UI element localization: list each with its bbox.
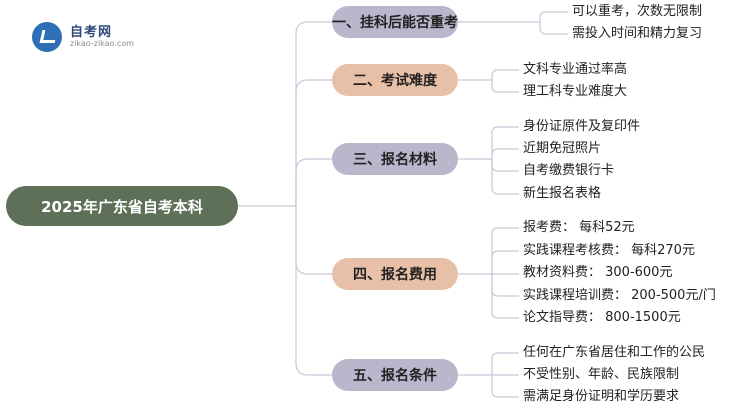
branch-connector-3 bbox=[295, 158, 332, 206]
branch-connector-5 bbox=[295, 206, 332, 376]
leaf-connector-2-2 bbox=[491, 80, 519, 93]
leaf-conditions-1: 任何在广东省居住和工作的公民 bbox=[523, 345, 706, 360]
branch-connector-2 bbox=[295, 79, 332, 206]
leaf-fees-2: 实践课程考核费： 每科270元 bbox=[523, 243, 695, 258]
leaf-materials-2: 近期免冠照片 bbox=[523, 141, 602, 156]
branch-conditions: 五、报名条件 bbox=[332, 359, 458, 391]
branch-difficulty: 二、考试难度 bbox=[332, 64, 458, 96]
leaf-difficulty-1: 文科专业通过率高 bbox=[523, 62, 628, 77]
leaf-connector-3-3 bbox=[491, 159, 519, 172]
leaf-connector-3-1 bbox=[491, 126, 519, 159]
leaf-connector-4-1 bbox=[491, 227, 519, 274]
leaf-connector-2-1 bbox=[491, 69, 519, 80]
branch-fees: 四、报名费用 bbox=[332, 258, 458, 290]
branch-materials: 三、报名材料 bbox=[332, 143, 458, 175]
leaf-connector-4-2 bbox=[491, 250, 519, 274]
site-logo[interactable]: 自考网 zikao-zikao.com bbox=[28, 18, 168, 54]
leaf-connector-4-5 bbox=[491, 274, 519, 319]
leaf-conditions-3: 需满足身份证明和学历要求 bbox=[523, 389, 680, 404]
leaf-connector-5-3 bbox=[491, 375, 519, 398]
root-topic: 2025年广东省自考本科 bbox=[6, 186, 238, 226]
leaf-materials-1: 身份证原件及复印件 bbox=[523, 119, 641, 134]
leaf-fees-3: 教材资料费： 300-600元 bbox=[523, 265, 673, 280]
leaf-fees-5: 论文指导费： 800-1500元 bbox=[523, 310, 681, 325]
leaf-connector-1-2 bbox=[539, 22, 568, 35]
leaf-conditions-2: 不受性别、年龄、民族限制 bbox=[523, 367, 680, 382]
graduation-cap-icon bbox=[32, 22, 62, 52]
leaf-retake-1: 可以重考，次数无限制 bbox=[572, 4, 703, 19]
leaf-connector-5-1 bbox=[491, 352, 519, 375]
branch-connector-4 bbox=[295, 206, 332, 275]
leaf-fees-4: 实践课程培训费： 200-500元/门 bbox=[523, 288, 716, 303]
leaf-difficulty-2: 理工科专业难度大 bbox=[523, 84, 628, 99]
leaf-fees-1: 报考费： 每科52元 bbox=[523, 220, 635, 235]
leaf-connector-4-4 bbox=[491, 274, 519, 297]
leaf-connector-3-2 bbox=[491, 148, 519, 159]
leaf-connector-1-1 bbox=[539, 11, 568, 22]
leaf-retake-2: 需投入时间和精力复习 bbox=[572, 26, 703, 41]
leaf-materials-4: 新生报名表格 bbox=[523, 186, 602, 201]
logo-name: 自考网 bbox=[70, 25, 113, 40]
leaf-materials-3: 自考缴费银行卡 bbox=[523, 163, 615, 178]
leaf-connector-3-4 bbox=[491, 159, 519, 195]
branch-retake: 一、挂科后能否重考 bbox=[332, 6, 458, 38]
branch-connector-1 bbox=[295, 21, 332, 206]
logo-url: zikao-zikao.com bbox=[70, 39, 134, 48]
